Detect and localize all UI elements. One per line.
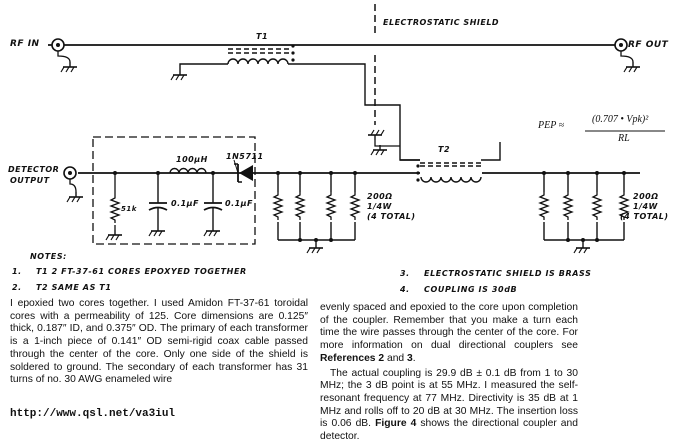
inductor-100uh: [169, 167, 207, 174]
detector-output-label-line2: OUTPUT: [10, 176, 50, 185]
transformer-t2: [400, 142, 501, 183]
t1-label: T1: [256, 32, 269, 41]
termination-resistors-right: [542, 171, 626, 243]
equation-numerator: (0.707 • Vpk)²: [592, 114, 649, 125]
rf-in-label: RF IN: [10, 39, 40, 49]
detector-output-connector: [63, 166, 84, 203]
r-right-total-label: (4 TOTAL): [620, 212, 669, 221]
r-left-rating-label: 1/4W: [367, 202, 392, 211]
note-4-number: 4.: [400, 285, 410, 294]
t2-label: T2: [438, 145, 451, 154]
figure-4-reference: Figure 4: [375, 418, 417, 430]
electrostatic-shield-label: ELECTROSTATIC SHIELD: [383, 18, 500, 27]
capacitor-2: [203, 171, 223, 226]
rf-in-connector: [51, 38, 78, 73]
note-1-text: T1 2 FT-37-61 CORES EPOXYED TOGETHER: [36, 267, 247, 276]
r-right-rating-label: 1/4W: [633, 202, 658, 211]
article-right-p1-and: and: [384, 352, 408, 364]
note-4-text: COUPLING IS 30dB: [424, 285, 518, 294]
schematic-diagram: [48, 4, 665, 254]
article-left-paragraph: I epoxied two cores together. I used Ami…: [10, 298, 308, 386]
article-right-paragraph-2: The actual coupling is 29.9 dB ± 0.1 dB …: [320, 368, 578, 444]
r-51k-label: 51k: [121, 205, 137, 213]
detector-enclosure: [92, 136, 256, 245]
r-left-value-label: 200Ω: [367, 192, 393, 201]
article-left-column: I epoxied two cores together. I used Ami…: [10, 298, 308, 387]
capacitor-1: [148, 171, 168, 226]
note-2-text: T2 SAME AS T1: [36, 283, 112, 292]
footer-url: http://www.qsl.net/va3iul: [10, 408, 176, 420]
note-1-number: 1.: [12, 267, 22, 276]
references-link: References 2: [320, 352, 385, 364]
notes-heading: NOTES:: [30, 252, 67, 261]
note-3-number: 3.: [400, 269, 410, 278]
equation-lhs: PEP ≈: [538, 120, 565, 131]
rf-out-label: RF OUT: [628, 40, 669, 50]
r-left-total-label: (4 TOTAL): [367, 212, 416, 221]
r-right-value-label: 200Ω: [633, 192, 659, 201]
note-2-number: 2.: [12, 283, 22, 292]
article-right-p1-end: .: [412, 352, 416, 364]
detector-output-label-line1: DETECTOR: [8, 165, 60, 174]
equation-denominator: RL: [618, 133, 630, 144]
resistor-51k: [105, 171, 123, 241]
termination-resistors-left: [276, 171, 357, 243]
article-right-p2-text: The actual coupling is 29.9 dB ± 0.1 dB …: [320, 367, 578, 430]
rf-out-connector: [614, 38, 641, 73]
article-right-p1-text: evenly spaced and epoxied to the core up…: [320, 302, 578, 352]
l-100uh-label: 100μH: [176, 155, 208, 164]
diode-1n5711: [233, 159, 253, 183]
c1-label: 0.1μF: [171, 199, 200, 208]
c2-label: 0.1μF: [225, 199, 254, 208]
article-right-paragraph-1: evenly spaced and epoxied to the core up…: [320, 302, 578, 366]
note-3-text: ELECTROSTATIC SHIELD IS BRASS: [424, 269, 592, 278]
diode-label: 1N5711: [226, 152, 264, 161]
transformer-t1: [179, 44, 420, 161]
reference-3-link: 3: [407, 352, 413, 364]
article-right-column: evenly spaced and epoxied to the core up…: [320, 302, 578, 444]
